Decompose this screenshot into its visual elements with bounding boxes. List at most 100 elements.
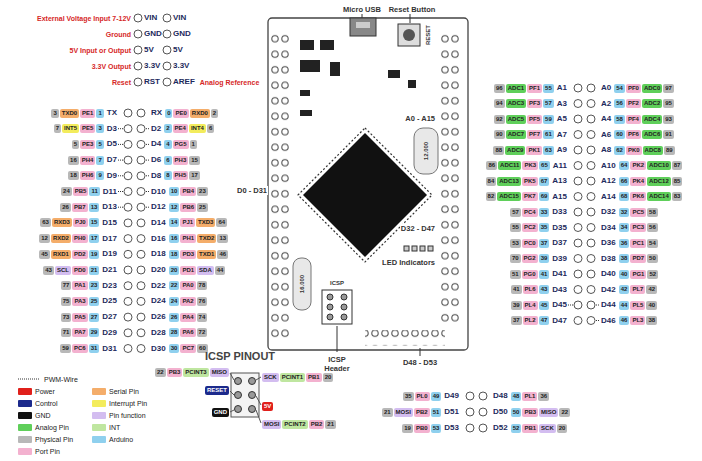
annotation-label: Ground — [106, 31, 131, 38]
pin-pad — [587, 270, 595, 278]
smd-part — [300, 40, 314, 50]
pin-tag: 56 — [614, 99, 625, 108]
pin-tag: 38 — [619, 254, 630, 263]
pin-tag: PL4 — [523, 301, 538, 310]
pin-pad — [574, 239, 582, 247]
pin-tag: PH6 — [80, 171, 96, 180]
pin-tag: 92 — [494, 115, 505, 124]
pin-pad — [587, 100, 595, 108]
pin-pad — [137, 345, 145, 353]
pin-tag: 3 — [96, 124, 103, 133]
pin-tag: 32 — [619, 208, 630, 217]
pin-pad — [466, 408, 474, 416]
pin-tag: 44 — [619, 301, 630, 310]
pin-tag: ADC15 — [497, 192, 521, 201]
pin-tag: MISO — [210, 368, 229, 377]
pin-tag: 46 — [217, 250, 228, 259]
led — [404, 246, 409, 251]
pin-tag: PH5 — [173, 171, 189, 180]
pin-tag: 20 — [557, 424, 568, 433]
pin-tag: 21 — [325, 420, 336, 429]
pin-name: D3 — [107, 124, 117, 134]
annotation-label: External Voltage Input 7-12V — [37, 15, 131, 22]
pin-tag: 39 — [539, 254, 550, 263]
pin-pad — [124, 219, 132, 227]
usb-connector — [356, 22, 370, 28]
pin-tag: PD1 — [180, 266, 196, 275]
pin-tag: 41 — [539, 270, 550, 279]
pin-pad — [137, 313, 145, 321]
pin-tag: 14 — [169, 218, 180, 227]
pin-tag: PF4 — [626, 115, 641, 124]
pin-tag: PL3 — [630, 316, 645, 325]
callout-label: D48 - D53 — [402, 358, 438, 367]
pin-tag: 18 — [68, 171, 79, 180]
smd-part — [300, 110, 312, 116]
pin-tag: PB5 — [73, 187, 89, 196]
legend-swatch — [92, 388, 106, 395]
pin-tag: 61 — [543, 130, 554, 139]
pin-tag: 20 — [323, 373, 334, 382]
pin-pad — [134, 62, 142, 70]
pin-tag: 45 — [539, 301, 550, 310]
pin-name: A11 — [553, 161, 567, 171]
pin-tag: ADC0 — [642, 84, 662, 93]
pin-tag: 54 — [647, 239, 658, 248]
pin-name: A6 — [601, 130, 611, 140]
pin-tag: 33 — [539, 208, 550, 217]
pin-tag: 87 — [672, 161, 683, 170]
pin-tag: 19 — [402, 424, 413, 433]
pin-pad — [574, 84, 582, 92]
pin-tag: PH4 — [80, 156, 96, 165]
icsp-pin — [235, 378, 242, 385]
pin-pad — [137, 188, 145, 196]
leader-line — [337, 326, 338, 352]
pwm-mark — [146, 191, 150, 192]
pin-tag: 64 — [216, 218, 227, 227]
pin-tag: 95 — [663, 99, 674, 108]
pin-name: A13 — [552, 176, 567, 186]
annotation-label: Analog Reference — [200, 79, 260, 86]
pin-name: 5V — [144, 45, 154, 55]
pin-tag: 23 — [197, 187, 208, 196]
pin-tag: PF1 — [527, 84, 542, 93]
pin-name: D39 — [552, 254, 567, 264]
pin-tag: 59 — [60, 344, 71, 353]
pin-tag: PB2 — [414, 408, 430, 417]
pin-pad — [124, 313, 132, 321]
pin-tag: PC4 — [522, 208, 538, 217]
pin-tag: 2 — [164, 124, 171, 133]
pin-tag: 97 — [663, 84, 674, 93]
legend-label: Physical Pin — [35, 436, 73, 443]
pin-pad — [587, 208, 595, 216]
pin-tag: PF3 — [527, 99, 542, 108]
legend-swatch — [18, 424, 32, 431]
pin-tag: PCINT2 — [282, 420, 307, 429]
legend-swatch — [18, 436, 32, 443]
pin-tag: 22 — [559, 408, 570, 417]
pin-pad — [134, 78, 142, 86]
pin-tag: 0 — [165, 109, 172, 118]
pin-pad — [124, 125, 132, 133]
pin-tag: 10 — [169, 187, 180, 196]
pin-tag: PK4 — [630, 177, 646, 186]
pin-tag: TXD0 — [60, 109, 79, 118]
pin-pad — [574, 115, 582, 123]
pin-tag: 7 — [54, 124, 61, 133]
pin-pad — [466, 392, 474, 400]
leader-line — [410, 14, 411, 23]
pin-tag: 30 — [169, 344, 180, 353]
icsp-pin — [249, 392, 256, 399]
annotation-label: 3.3V Output — [92, 63, 131, 70]
pin-name: D8 — [151, 171, 161, 181]
pin-tag: 64 — [619, 161, 630, 170]
pin-name: D12 — [151, 202, 166, 212]
pin-tag: PE4 — [173, 124, 188, 133]
pin-tag: 58 — [614, 115, 625, 124]
pin-pad — [466, 424, 474, 432]
pwm-mark — [146, 128, 150, 129]
pin-name: D6 — [151, 155, 161, 165]
pin-tag: ADC4 — [642, 115, 662, 124]
pin-tag: 16 — [169, 234, 180, 243]
pin-tag: 21 — [382, 408, 393, 417]
